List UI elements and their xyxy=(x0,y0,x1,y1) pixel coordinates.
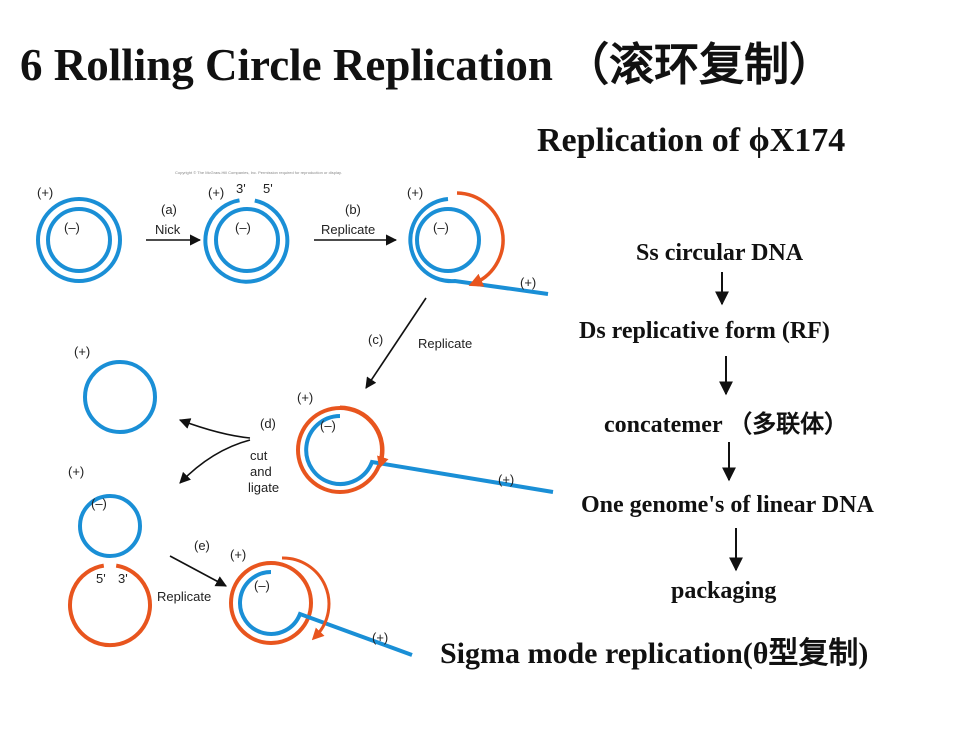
flow-step-ss-circular: Ss circular DNA xyxy=(636,240,804,266)
circle-rolling-3 xyxy=(229,556,413,657)
label-plus-3: (+) xyxy=(407,185,423,200)
label-minus-1: (–) xyxy=(64,220,80,235)
label-replicate-c: Replicate xyxy=(418,336,472,351)
label-plus-tail-1: (+) xyxy=(520,275,536,290)
circle-intact xyxy=(36,197,122,283)
label-3prime-2: 3' xyxy=(118,571,128,586)
label-minus-4: (–) xyxy=(320,418,336,433)
circle-nicked xyxy=(203,198,290,284)
circle-new-ds xyxy=(68,494,152,648)
label-nick: Nick xyxy=(155,222,181,237)
arrow-replicate-e xyxy=(169,555,227,587)
label-plus-4: (+) xyxy=(297,390,313,405)
label-minus-2: (–) xyxy=(235,220,251,235)
label-ligate: ligate xyxy=(248,480,279,495)
copyright-note: Copyright © The McGraw-Hill Companies, I… xyxy=(175,170,342,175)
label-5prime-2: 5' xyxy=(96,571,106,586)
label-plus-1: (+) xyxy=(37,185,53,200)
label-5prime-1: 5' xyxy=(263,181,273,196)
circle-single-strand xyxy=(83,360,157,434)
label-3prime-1: 3' xyxy=(236,181,246,196)
flow-step-linear-dna: One genome's of linear DNA xyxy=(581,492,874,518)
label-plus-2: (+) xyxy=(208,185,224,200)
subtitle: Replication of ϕX174 xyxy=(537,122,846,159)
circle-rolling-1 xyxy=(408,191,549,296)
label-and: and xyxy=(250,464,272,479)
label-plus-tail-2: (+) xyxy=(498,472,514,487)
label-step-b: (b) xyxy=(345,202,361,217)
page-title: 6 Rolling Circle Replication （滚环复制） xyxy=(20,40,835,90)
label-step-c: (c) xyxy=(368,332,383,347)
flow-step-replicative-form: Ds replicative form (RF) xyxy=(579,318,830,344)
arrow-replicate-c xyxy=(365,297,427,389)
arrow-cut-down xyxy=(179,439,251,484)
label-plus-tail-3: (+) xyxy=(372,630,388,645)
label-minus-6: (–) xyxy=(91,496,107,511)
flow-step-packaging: packaging xyxy=(671,578,777,604)
label-step-a: (a) xyxy=(161,202,177,217)
sigma-mode-caption: Sigma mode replication(θ型复制) xyxy=(440,637,869,670)
label-plus-7: (+) xyxy=(230,547,246,562)
label-plus-6: (+) xyxy=(68,464,84,479)
label-step-e: (e) xyxy=(194,538,210,553)
label-replicate-e: Replicate xyxy=(157,589,211,604)
label-step-d: (d) xyxy=(260,416,276,431)
label-minus-3: (–) xyxy=(433,220,449,235)
label-plus-5: (+) xyxy=(74,344,90,359)
label-cut: cut xyxy=(250,448,268,463)
label-replicate-b: Replicate xyxy=(321,222,375,237)
circle-rolling-2 xyxy=(296,405,554,494)
flow-step-concatemer: concatemer （多联体） xyxy=(604,412,849,438)
label-minus-7: (–) xyxy=(254,578,270,593)
arrow-cut-up xyxy=(178,418,251,439)
